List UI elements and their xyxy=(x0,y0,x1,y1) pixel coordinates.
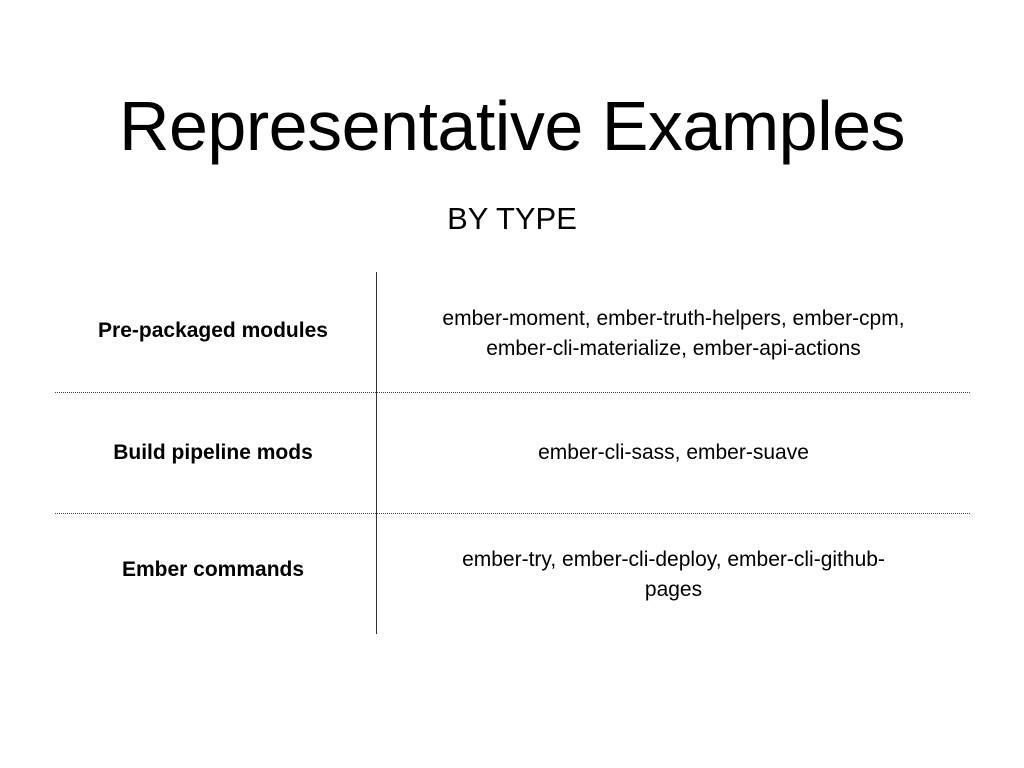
row-value-line: pages xyxy=(644,578,703,601)
row-label: Pre-packaged modules xyxy=(98,319,328,342)
table-row: Pre-packaged modules ember-moment, ember… xyxy=(55,272,970,392)
row-divider xyxy=(55,513,970,514)
row-label: Ember commands xyxy=(121,558,305,581)
row-value: ember-try, ember-cli-deploy, ember-cli-g… xyxy=(377,545,970,605)
row-value: ember-cli-sass, ember-suave xyxy=(377,438,970,468)
row-value: ember-moment, ember-truth-helpers, ember… xyxy=(377,304,970,364)
examples-table: Pre-packaged modules ember-moment, ember… xyxy=(55,272,970,634)
table-row: Ember commands ember-try, ember-cli-depl… xyxy=(55,514,970,634)
row-divider xyxy=(55,392,970,393)
slide-subtitle: BY TYPE xyxy=(447,201,577,236)
table-row: Build pipeline mods ember-cli-sass, embe… xyxy=(55,393,970,513)
row-value-line: ember-cli-materialize, ember-api-actions xyxy=(486,337,861,360)
row-label: Build pipeline mods xyxy=(113,441,313,464)
row-value-line: ember-moment, ember-truth-helpers, ember… xyxy=(442,307,905,330)
column-divider xyxy=(376,272,377,634)
row-value-line: ember-try, ember-cli-deploy, ember-cli-g… xyxy=(462,548,885,571)
slide-title: Representative Examples xyxy=(118,87,906,165)
row-value-line: ember-cli-sass, ember-suave xyxy=(538,441,809,464)
